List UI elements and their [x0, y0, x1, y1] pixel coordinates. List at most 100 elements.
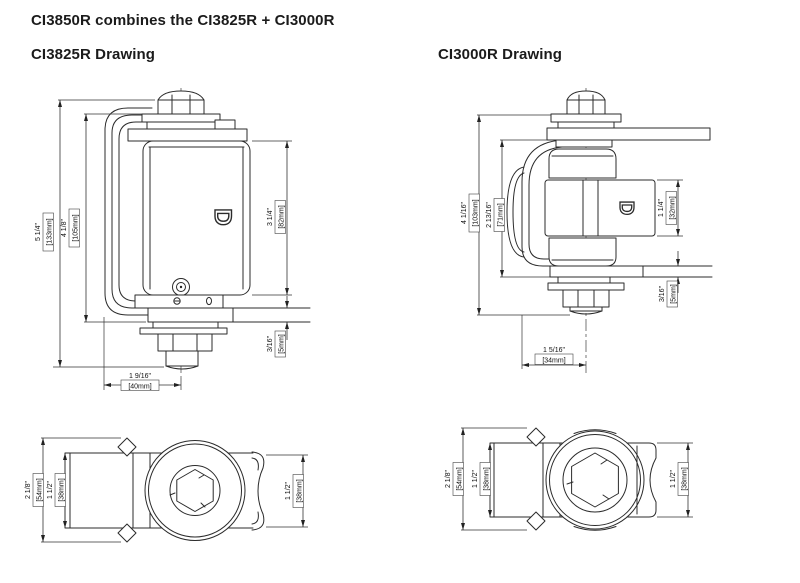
dim-outer-width: 2 1/8" [54mm]	[25, 437, 121, 543]
corner-tab-bottom	[117, 523, 137, 543]
d-logo: D	[208, 208, 236, 227]
gate-plate-extension	[642, 265, 713, 278]
dim-overall-height: 4 1/16" [103mm]	[461, 114, 570, 316]
dim-plate-thickness: 3/16" [5mm]	[659, 251, 680, 308]
page-title: CI3850R combines the CI3825R + CI3000R	[31, 12, 335, 29]
gate-plate-top	[546, 127, 711, 141]
plate-step	[214, 119, 236, 130]
serrated-washer	[146, 121, 216, 130]
serrated-washer-2	[555, 139, 613, 148]
dim-outer-width-inches: 2 1/8"	[445, 469, 452, 488]
dim-body-height-mm: [82mm]	[279, 205, 286, 228]
dim-plate-thickness-inches: 3/16"	[267, 335, 274, 352]
hinge-body: D	[544, 148, 656, 267]
serrated-washer	[557, 121, 615, 129]
slot-hole	[206, 296, 212, 306]
d-logo: D	[614, 200, 637, 216]
dim-barrel-width-inches: 1 1/2"	[285, 481, 292, 500]
corner-tab-bottom	[526, 511, 546, 531]
trunnion-top	[548, 148, 617, 179]
flange-washer	[550, 113, 622, 123]
flange-washer-bottom	[547, 282, 625, 291]
yoke-bracket	[506, 139, 563, 267]
dim-bracket-height: 2 13/16" [71mm]	[486, 139, 550, 278]
flange-washer-bottom	[139, 327, 228, 335]
mount-plate	[127, 128, 248, 142]
dim-overall-height-inches: 4 1/16"	[461, 202, 468, 224]
body-outline	[544, 179, 656, 237]
dim-center-offset-inches: 1 5/16"	[543, 347, 565, 354]
ci3825r-side-view: D	[35, 88, 311, 391]
dim-outer-width-mm: [54mm]	[457, 467, 464, 490]
threaded-stud	[165, 350, 199, 367]
flange-washer	[141, 113, 221, 123]
dim-outer-width: 2 1/8" [54mm]	[445, 427, 527, 531]
dim-bracket-height: 4 1/8" [105mm]	[61, 113, 146, 323]
trunnion-bottom	[548, 237, 617, 267]
dim-center-offset-mm: [40mm]	[128, 384, 151, 391]
dim-channel-width: 1 1/2" [38mm]	[472, 443, 492, 517]
ci3825r-top-view: 2 1/8" [54mm] 1 1/2" [38mm] 1 1/2"	[25, 437, 308, 543]
gate-plate-extension	[232, 307, 311, 323]
hex-bolt-head	[157, 99, 205, 115]
bolt-head-dome	[566, 90, 606, 101]
dim-channel-width-inches: 1 1/2"	[47, 480, 54, 499]
leaf-clip	[506, 166, 525, 258]
dim-barrel-width-inches: 1 1/2"	[670, 469, 677, 488]
dim-outer-width-inches: 2 1/8"	[25, 480, 32, 499]
dim-overall-height-mm: [103mm]	[473, 199, 480, 226]
dim-plate-thickness-mm: [5mm]	[671, 284, 678, 304]
dim-body-height-inches: 1 1/4"	[658, 198, 665, 217]
dim-body-height: 1 1/4" [32mm]	[657, 179, 683, 237]
corner-tab-top	[526, 427, 546, 447]
dim-channel-width-mm: [38mm]	[59, 478, 66, 501]
side-bracket	[626, 442, 657, 518]
dim-body-height-inches: 3 1/4"	[267, 207, 274, 226]
flange-arcs	[573, 429, 617, 531]
dim-center-offset: 1 5/16" [34mm]	[521, 315, 586, 369]
dim-bracket-height-inches: 2 13/16"	[486, 202, 493, 228]
dim-center-offset: 1 9/16" [40mm]	[103, 317, 182, 391]
dim-barrel-width-mm: [38mm]	[682, 467, 689, 490]
dim-plate-thickness-inches: 3/16"	[659, 285, 666, 302]
ci3000r-top-view: 2 1/8" [54mm] 1 1/2" [38mm] 1 1/2"	[445, 427, 693, 531]
hex-nut-top	[571, 452, 619, 508]
left-drawing-heading: CI3825R Drawing	[31, 46, 156, 63]
stud-cap	[569, 306, 603, 312]
hex-nut	[562, 289, 610, 308]
right-drawing-heading: CI3000R Drawing	[438, 46, 563, 63]
dim-overall-height-mm: [133mm]	[47, 218, 54, 245]
dim-center-offset-inches: 1 9/16"	[129, 373, 151, 380]
dim-overall-height-inches: 5 1/4"	[35, 222, 42, 241]
corner-tab-top	[117, 437, 137, 457]
top-bolt-assembly	[127, 90, 248, 142]
dim-channel-width-mm: [38mm]	[484, 467, 491, 490]
dim-overall-height: 5 1/4" [133mm]	[35, 99, 164, 368]
dim-channel-width: 1 1/2" [38mm]	[47, 453, 67, 528]
serrated-washer-bottom	[557, 276, 611, 284]
retaining-clip	[251, 451, 265, 531]
top-bolt-assembly	[546, 90, 711, 148]
dim-bracket-height-mm: [105mm]	[73, 214, 80, 241]
serrated-washer-bottom	[152, 321, 219, 329]
lower-bracket-assembly	[547, 265, 713, 315]
gate-plate	[147, 307, 234, 323]
dim-barrel-width-mm: [38mm]	[297, 479, 304, 502]
dim-barrel-width: 1 1/2" [38mm]	[266, 454, 308, 528]
dim-body-height-mm: [32mm]	[670, 196, 677, 219]
yoke-bracket	[104, 107, 153, 316]
hex-nut-top	[176, 469, 214, 512]
dim-body-height: 3 1/4" [82mm]	[252, 140, 292, 296]
dim-bracket-height-inches: 4 1/8"	[61, 218, 68, 237]
svg-text:D: D	[209, 208, 236, 225]
dim-center-offset-mm: [34mm]	[542, 358, 565, 365]
lower-bracket-assembly	[134, 294, 311, 370]
svg-text:D: D	[615, 201, 637, 215]
bolt-head-dome	[157, 90, 205, 101]
dim-barrel-width: 1 1/2" [38mm]	[657, 442, 693, 518]
ci3000r-side-view: D 4 1/16"	[461, 88, 713, 375]
dim-bracket-height-mm: [71mm]	[498, 203, 505, 226]
gate-plate	[549, 265, 644, 278]
